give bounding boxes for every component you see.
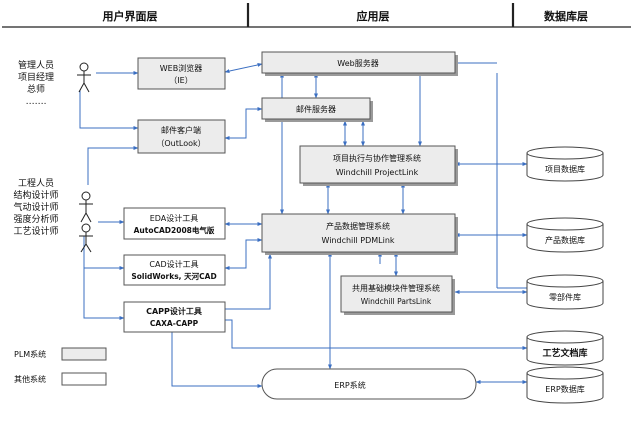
layer-user-title: 用户界面层: [103, 9, 158, 23]
person-icon: [79, 223, 93, 253]
svg-text:（OutLook）: （OutLook）: [156, 139, 205, 148]
svg-text:共用基础模块件管理系统: 共用基础模块件管理系统: [352, 283, 440, 293]
actor-label: 总师: [27, 83, 45, 95]
actor-label: 气动设计师: [13, 201, 58, 213]
svg-text:（IE）: （IE）: [169, 76, 192, 85]
actor-label: 工艺设计师: [13, 225, 58, 237]
actor-label: …….: [26, 97, 47, 107]
person-icon: [77, 62, 91, 93]
svg-text:AutoCAD2008电气版: AutoCAD2008电气版: [134, 225, 215, 235]
legend: PLM系统 其他系统: [14, 347, 107, 386]
svg-text:项目执行与协作管理系统: 项目执行与协作管理系统: [333, 153, 421, 163]
actor-label: 管理人员: [18, 59, 54, 71]
svg-text:产品数据管理系统: 产品数据管理系统: [326, 221, 390, 231]
svg-text:ERP数据库: ERP数据库: [545, 384, 584, 394]
project-db-cylinder: 项目数据库: [526, 146, 604, 182]
layer-app-title: 应用层: [357, 9, 390, 23]
svg-text:CAXA-CAPP: CAXA-CAPP: [150, 319, 199, 328]
product-db-cylinder: 产品数据库: [526, 217, 604, 253]
svg-text:零部件库: 零部件库: [549, 292, 581, 302]
mail-client-box: 邮件客户端 （OutLook）: [137, 119, 226, 154]
layer-header: 用户界面层 应用层 数据库层: [2, 3, 631, 28]
legend-other-label: 其他系统: [14, 374, 46, 384]
layer-db-title: 数据库层: [544, 9, 588, 23]
svg-text:产品数据库: 产品数据库: [545, 235, 585, 245]
web-browser-box: WEB浏览器 （IE）: [137, 57, 226, 90]
cad-tool-box: CAD设计工具 SolidWorks, 天河CAD: [123, 254, 226, 286]
person-icon: [79, 191, 93, 223]
legend-other-swatch: [61, 372, 107, 386]
svg-text:CAPP设计工具: CAPP设计工具: [146, 306, 202, 316]
erp-db-cylinder: ERP数据库: [526, 366, 604, 404]
actor-label: 工程人员: [18, 178, 54, 189]
svg-text:WEB浏览器: WEB浏览器: [160, 63, 202, 73]
svg-text:项目数据库: 项目数据库: [545, 164, 585, 174]
svg-text:Windchill PartsLink: Windchill PartsLink: [361, 297, 432, 306]
connectors: [79, 62, 528, 388]
svg-text:Web服务器: Web服务器: [337, 58, 378, 68]
mail-server-box: 邮件服务器: [261, 97, 373, 122]
actor-management: 管理人员 项目经理 总师 …….: [18, 59, 91, 107]
svg-text:邮件服务器: 邮件服务器: [296, 104, 336, 114]
svg-text:Windchill ProjectLink: Windchill ProjectLink: [336, 168, 419, 177]
web-server-box: Web服务器: [261, 51, 458, 76]
svg-text:邮件客户端: 邮件客户端: [161, 125, 201, 135]
legend-plm-label: PLM系统: [14, 349, 46, 359]
erp-system-box: ERP系统: [261, 368, 477, 400]
actor-label: 结构设计师: [13, 189, 58, 201]
svg-text:SolidWorks, 天河CAD: SolidWorks, 天河CAD: [131, 271, 216, 281]
actor-label: 项目经理: [18, 71, 54, 83]
capp-tool-box: CAPP设计工具 CAXA-CAPP: [123, 301, 226, 333]
svg-text:工艺文档库: 工艺文档库: [542, 347, 587, 359]
pdm-box: 产品数据管理系统 Windchill PDMLink: [261, 213, 458, 255]
svg-text:ERP系统: ERP系统: [334, 380, 365, 390]
parts-db-cylinder: 零部件库: [526, 274, 604, 310]
eda-tool-box: EDA设计工具 AutoCAD2008电气版: [123, 207, 226, 240]
svg-text:EDA设计工具: EDA设计工具: [150, 213, 199, 223]
actor-label: 强度分析师: [13, 213, 58, 225]
legend-plm-swatch: [61, 347, 107, 361]
svg-text:CAD设计工具: CAD设计工具: [149, 259, 198, 269]
svg-text:Windchill PDMLink: Windchill PDMLink: [321, 236, 394, 245]
process-db-cylinder: 工艺文档库: [526, 330, 604, 366]
actor-engineering: 工程人员 结构设计师 气动设计师 强度分析师 工艺设计师: [13, 178, 93, 253]
project-mgmt-box: 项目执行与协作管理系统 Windchill ProjectLink: [299, 145, 458, 186]
parts-mgmt-box: 共用基础模块件管理系统 Windchill PartsLink: [340, 275, 455, 315]
